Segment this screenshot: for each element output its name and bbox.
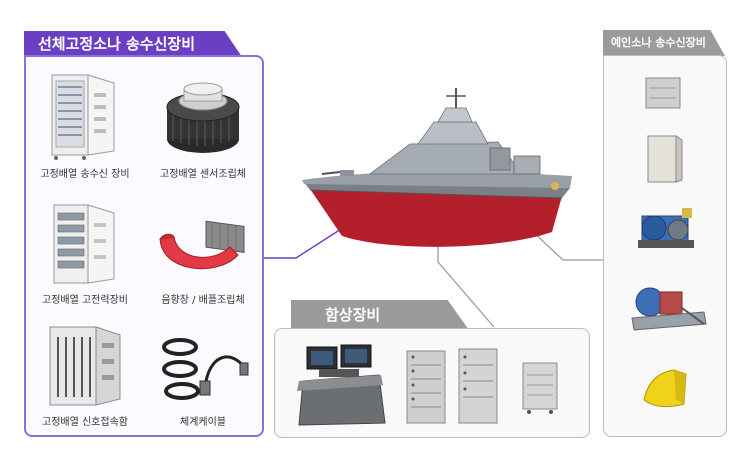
right-panel-title: 예인소나 송수신장비 <box>603 30 725 56</box>
item-acoustic-window: 음향창 / 배플조립체 <box>148 203 258 306</box>
item-label: 고정배열 센서조립체 <box>160 169 246 180</box>
sensor-ring-icon <box>166 82 240 153</box>
item-label: 체계케이블 <box>180 417 226 428</box>
item-high-power: 고정배열 고전력장비 <box>30 203 140 306</box>
cabinet-icon <box>458 348 498 424</box>
item-label: 고정배열 고전력장비 <box>42 295 128 306</box>
connector-hull-to-left <box>264 221 353 259</box>
unit-icon <box>645 77 681 109</box>
item-system-cable: 체계케이블 <box>148 323 258 428</box>
hull-sonar-panel: 고정배열 송수신 장비 고정배열 센서조립체 고정배열 고전력장비 <box>24 55 264 437</box>
cable-icon <box>162 338 249 400</box>
cabinet-icon <box>53 204 115 284</box>
cabinet-icon <box>647 135 683 183</box>
towed-sonar-panel <box>603 55 727 437</box>
item-label: 고정배열 신호접속함 <box>42 417 128 428</box>
cabinet-icon <box>51 74 115 160</box>
winch-machine-icon <box>638 208 694 248</box>
unit-icon <box>522 362 558 414</box>
item-label: 고정배열 송수신 장비 <box>40 169 130 180</box>
towed-body-icon <box>643 369 687 408</box>
item-sensor-assembly: 고정배열 센서조립체 <box>148 71 258 180</box>
junction-box-icon <box>49 326 121 406</box>
left-panel-title: 선체고정소나 송수신장비 <box>24 31 242 57</box>
handling-system-icon <box>631 287 707 331</box>
acoustic-window-icon <box>159 220 245 270</box>
operator-console-icon <box>297 344 386 426</box>
bottom-panel-title: 함상장비 <box>291 300 469 330</box>
item-junction-box: 고정배열 신호접속함 <box>30 323 140 428</box>
cabinet-icon <box>406 350 446 424</box>
destroyer-ship-image <box>302 88 572 247</box>
item-transceiver: 고정배열 송수신 장비 <box>30 71 140 180</box>
item-label: 음향창 / 배플조립체 <box>161 295 245 306</box>
shipboard-equipment-panel <box>274 328 590 438</box>
